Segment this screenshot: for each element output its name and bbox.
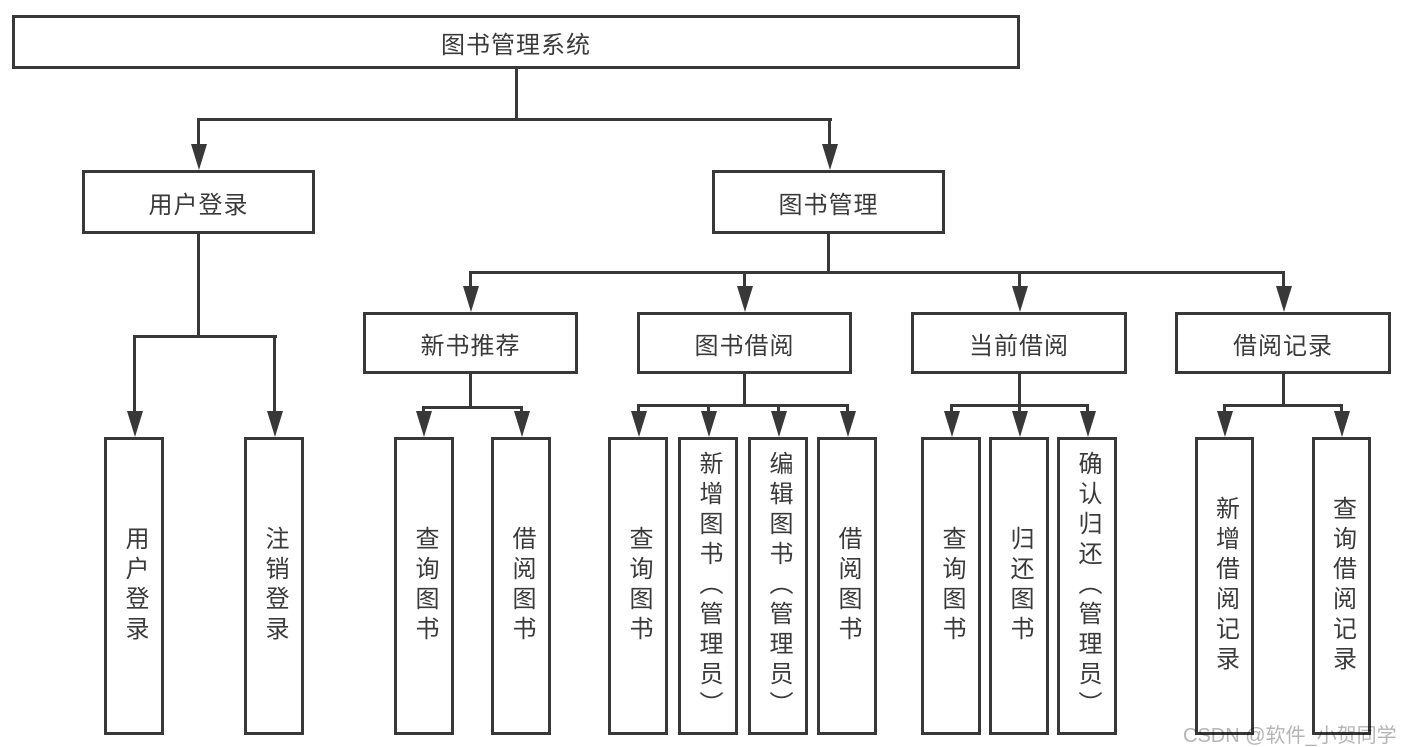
node-borrowing-records: 借阅记录 <box>1175 312 1391 374</box>
arrowhead-icon <box>701 411 717 437</box>
connector-line <box>777 406 780 414</box>
leaf-return-books: 归还图书 <box>989 437 1049 735</box>
connector-line <box>1223 404 1343 407</box>
connector-line <box>637 404 849 407</box>
arrowhead-icon <box>1012 411 1028 437</box>
node-label: 借阅图书 <box>834 526 861 646</box>
arrowhead-icon <box>1334 411 1350 437</box>
node-label: 查询图书 <box>938 526 965 646</box>
node-label: 借阅记录 <box>1233 332 1333 360</box>
connector-line <box>950 404 1089 407</box>
node-user-login: 用户登录 <box>82 170 315 234</box>
node-label: 注销登录 <box>261 526 288 646</box>
leaf-borrow-books-recommend: 借阅图书 <box>491 437 551 735</box>
arrowhead-icon <box>463 286 479 312</box>
connector-line <box>1018 374 1021 407</box>
leaf-add-borrow-record: 新增借阅记录 <box>1195 437 1254 735</box>
csdn-watermark: CSDN @软件_小贺同学 <box>1183 725 1397 747</box>
node-label: 查询借阅记录 <box>1328 496 1356 676</box>
arrowhead-icon <box>127 411 143 437</box>
node-label: 新增图书（管理员） <box>695 451 722 721</box>
leaf-borrow-books: 借阅图书 <box>817 437 877 735</box>
node-label: 查询图书 <box>625 526 652 646</box>
connector-line <box>197 118 832 121</box>
connector-line <box>950 406 953 414</box>
connector-line <box>133 337 136 415</box>
node-label: 图书借阅 <box>694 332 795 360</box>
arrowhead-icon <box>416 411 432 437</box>
connector-line <box>469 374 472 409</box>
arrowhead-icon <box>514 411 530 437</box>
leaf-query-books-borrow: 查询图书 <box>608 437 668 735</box>
connector-line <box>515 68 518 121</box>
arrowhead-icon <box>267 411 283 437</box>
node-label: 图书管理 <box>778 191 879 219</box>
node-label: 新增借阅记录 <box>1211 496 1239 676</box>
arrowhead-icon <box>191 144 207 170</box>
leaf-logout: 注销登录 <box>244 437 304 735</box>
connector-line <box>273 337 276 415</box>
connector-line <box>846 406 849 414</box>
connector-line <box>1223 406 1226 414</box>
node-label: 图书管理系统 <box>441 31 591 59</box>
arrowhead-icon <box>840 411 856 437</box>
leaf-user-login: 用户登录 <box>104 437 164 735</box>
node-library-system-root: 图书管理系统 <box>12 15 1020 69</box>
arrowhead-icon <box>1276 286 1292 312</box>
node-book-borrowing: 图书借阅 <box>637 312 852 374</box>
connector-line <box>828 120 831 148</box>
node-label: 用户登录 <box>148 191 249 219</box>
node-current-borrowing: 当前借阅 <box>911 312 1127 374</box>
node-label: 归还图书 <box>1006 526 1033 646</box>
connector-line <box>469 273 472 289</box>
leaf-query-books-recommend: 查询图书 <box>394 437 454 735</box>
connector-line <box>1086 406 1089 414</box>
leaf-confirm-return-admin: 确认归还（管理员） <box>1057 437 1117 735</box>
connector-line <box>1018 406 1021 414</box>
connector-line <box>743 374 746 407</box>
node-label: 借阅图书 <box>508 526 535 646</box>
connector-line <box>743 273 746 289</box>
arrowhead-icon <box>771 411 787 437</box>
node-label: 编辑图书（管理员） <box>765 451 792 721</box>
connector-line <box>1018 273 1021 289</box>
leaf-edit-books-admin: 编辑图书（管理员） <box>748 437 808 735</box>
node-label: 查询图书 <box>411 526 438 646</box>
node-label: 用户登录 <box>121 526 148 646</box>
leaf-query-borrow-record: 查询借阅记录 <box>1312 437 1371 735</box>
arrowhead-icon <box>1080 411 1096 437</box>
node-label: 新书推荐 <box>420 332 521 360</box>
connector-line <box>422 406 523 409</box>
connector-line <box>1282 374 1285 407</box>
node-label: 当前借阅 <box>969 332 1069 360</box>
node-label: 确认归还（管理员） <box>1074 451 1101 721</box>
arrowhead-icon <box>822 144 838 170</box>
connector-line <box>707 406 710 414</box>
arrowhead-icon <box>631 411 647 437</box>
connector-line <box>197 120 200 148</box>
arrowhead-icon <box>944 411 960 437</box>
node-book-management: 图书管理 <box>712 170 945 234</box>
leaf-add-books-admin: 新增图书（管理员） <box>678 437 738 735</box>
connector-line <box>637 406 640 414</box>
node-new-book-recommend: 新书推荐 <box>363 312 578 374</box>
connector-line <box>1282 273 1285 289</box>
connector-line <box>133 335 277 338</box>
arrowhead-icon <box>737 286 753 312</box>
connector-line <box>1340 406 1343 414</box>
arrowhead-icon <box>1012 286 1028 312</box>
leaf-query-books-current: 查询图书 <box>921 437 981 735</box>
connector-line <box>827 233 830 274</box>
connector-line <box>197 233 200 338</box>
arrowhead-icon <box>1217 411 1233 437</box>
connector-line <box>469 271 1285 274</box>
